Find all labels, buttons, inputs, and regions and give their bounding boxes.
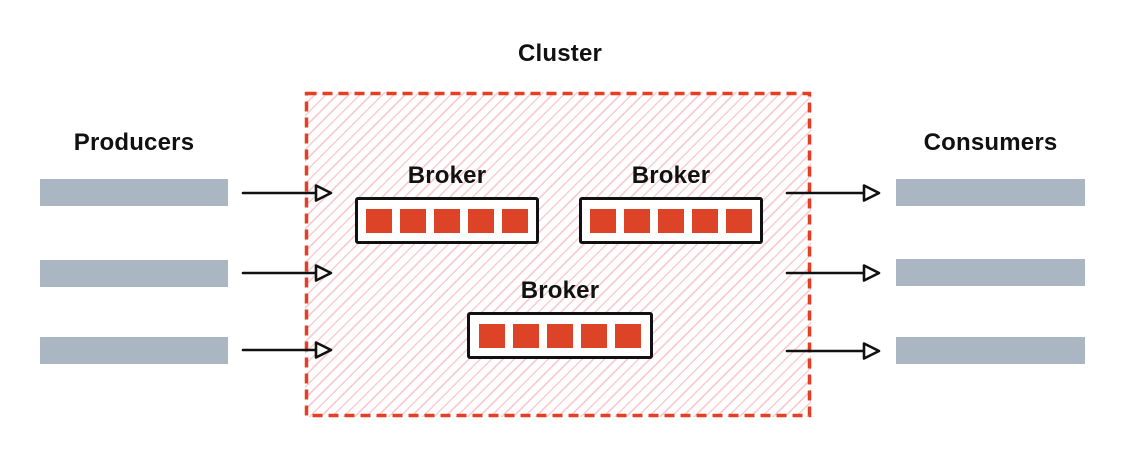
producer-bar [40, 337, 228, 364]
arrow-consumer-3 [785, 342, 881, 360]
producer-bar [40, 260, 228, 287]
partition-square [692, 208, 718, 233]
producers-label: Producers [73, 129, 195, 156]
partition-square [581, 323, 607, 348]
partition-square [726, 208, 752, 233]
arrow-consumer-1 [785, 184, 881, 202]
partition-square [615, 323, 641, 348]
partition-square [479, 323, 505, 348]
arrow-consumer-2 [785, 264, 881, 282]
broker-box [355, 197, 539, 244]
broker-label: Broker [407, 162, 487, 189]
arrow-producer-1 [241, 184, 333, 202]
partition-square [513, 323, 539, 348]
consumers-label: Consumers [923, 129, 1058, 156]
producer-bar [40, 179, 228, 206]
broker-box [467, 312, 653, 359]
consumer-bar [896, 337, 1085, 364]
partition-square [434, 208, 460, 233]
partition-square [366, 208, 392, 233]
broker-label: Broker [520, 277, 600, 304]
arrowhead-icon [314, 264, 333, 282]
broker-label: Broker [631, 162, 711, 189]
partition-square [400, 208, 426, 233]
cluster-dashed-border [304, 91, 812, 418]
consumer-bar [896, 179, 1085, 206]
arrow-producer-2 [241, 264, 333, 282]
arrowhead-icon [862, 264, 881, 282]
partition-square [468, 208, 494, 233]
partition-square [658, 208, 684, 233]
arrowhead-icon [314, 341, 333, 359]
consumer-bar [896, 259, 1085, 286]
partition-square [590, 208, 616, 233]
partition-square [624, 208, 650, 233]
cluster-hatched-area [305, 92, 811, 417]
broker-box [579, 197, 763, 244]
arrow-producer-3 [241, 341, 333, 359]
arrowhead-icon [314, 184, 333, 202]
arrowhead-icon [862, 184, 881, 202]
partition-square [502, 208, 528, 233]
partition-square [547, 323, 573, 348]
cluster-title: Cluster [517, 40, 603, 67]
arrowhead-icon [862, 342, 881, 360]
